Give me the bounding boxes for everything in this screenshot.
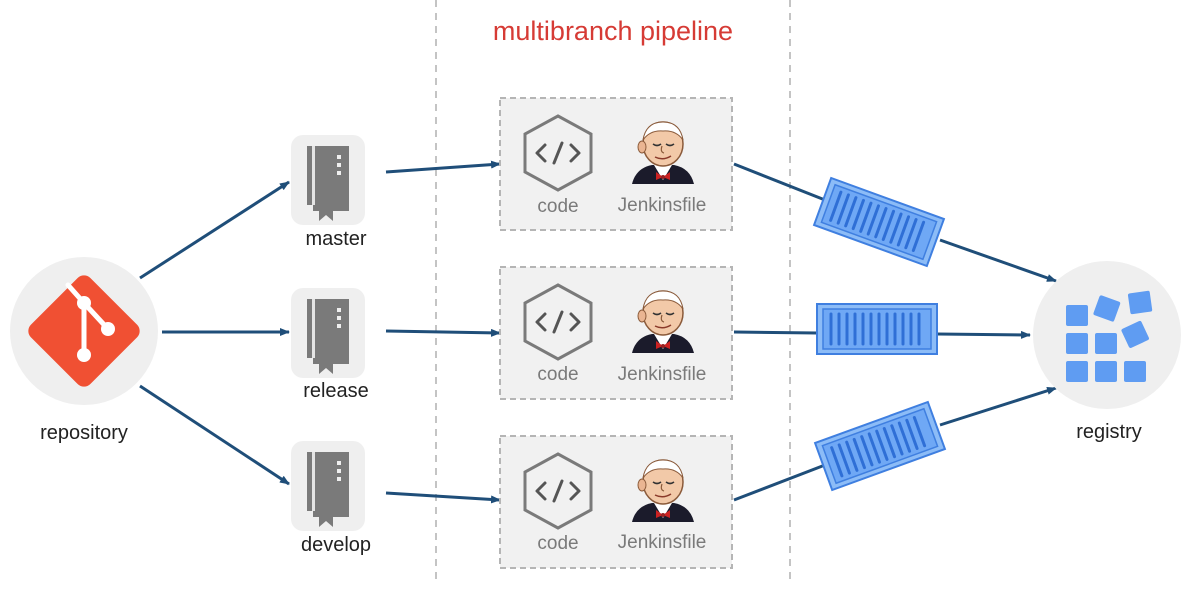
arrow-develop-pipeline <box>385 491 501 504</box>
arrow-release-pipeline <box>385 328 501 337</box>
jenkinsfile-label: Jenkinsfile <box>618 532 707 553</box>
arrows-pipelines-to-registry <box>733 162 1057 502</box>
book-icon <box>291 135 365 225</box>
arrows-repo-to-branches <box>139 180 290 486</box>
jenkinsfile-label: Jenkinsfile <box>618 195 707 216</box>
book-icon <box>291 441 365 531</box>
arrow-master-registry <box>939 238 1057 283</box>
line-master-container <box>733 162 826 202</box>
branch-label: develop <box>301 534 371 556</box>
container-icon-release <box>815 302 939 356</box>
code-label: code <box>537 364 578 385</box>
arrow-master-pipeline <box>385 160 501 174</box>
arrow-develop-registry <box>939 386 1057 427</box>
line-release-container <box>733 330 818 335</box>
registry-node: registry <box>1033 261 1181 443</box>
repository-label: repository <box>40 422 128 444</box>
branch-label: release <box>303 380 369 402</box>
repository-node: repository <box>10 257 158 444</box>
branch-label: master <box>305 228 366 250</box>
git-icon <box>28 275 140 387</box>
container-icon-develop <box>813 400 947 492</box>
book-icon <box>291 288 365 378</box>
jenkinsfile-label: Jenkinsfile <box>618 364 707 385</box>
registry-label: registry <box>1076 421 1142 443</box>
line-develop-container <box>733 463 826 502</box>
arrows-branches-to-pipelines <box>385 160 501 504</box>
arrow-repo-develop <box>139 384 290 486</box>
branch-release: release <box>291 288 369 402</box>
code-label: code <box>537 196 578 217</box>
pipeline-box-master: code Jenkinsfile <box>499 97 733 231</box>
container-icon-master <box>812 176 946 268</box>
arrow-repo-master <box>139 180 290 280</box>
branch-develop: develop <box>291 441 371 556</box>
arrow-release-registry <box>936 330 1031 339</box>
pipeline-box-develop: code Jenkinsfile <box>499 435 733 569</box>
pipeline-box-release: code Jenkinsfile <box>499 266 733 400</box>
registry-icon <box>1066 290 1153 382</box>
code-label: code <box>537 533 578 554</box>
pipeline-title: multibranch pipeline <box>493 16 733 46</box>
branch-master: master <box>291 135 367 250</box>
